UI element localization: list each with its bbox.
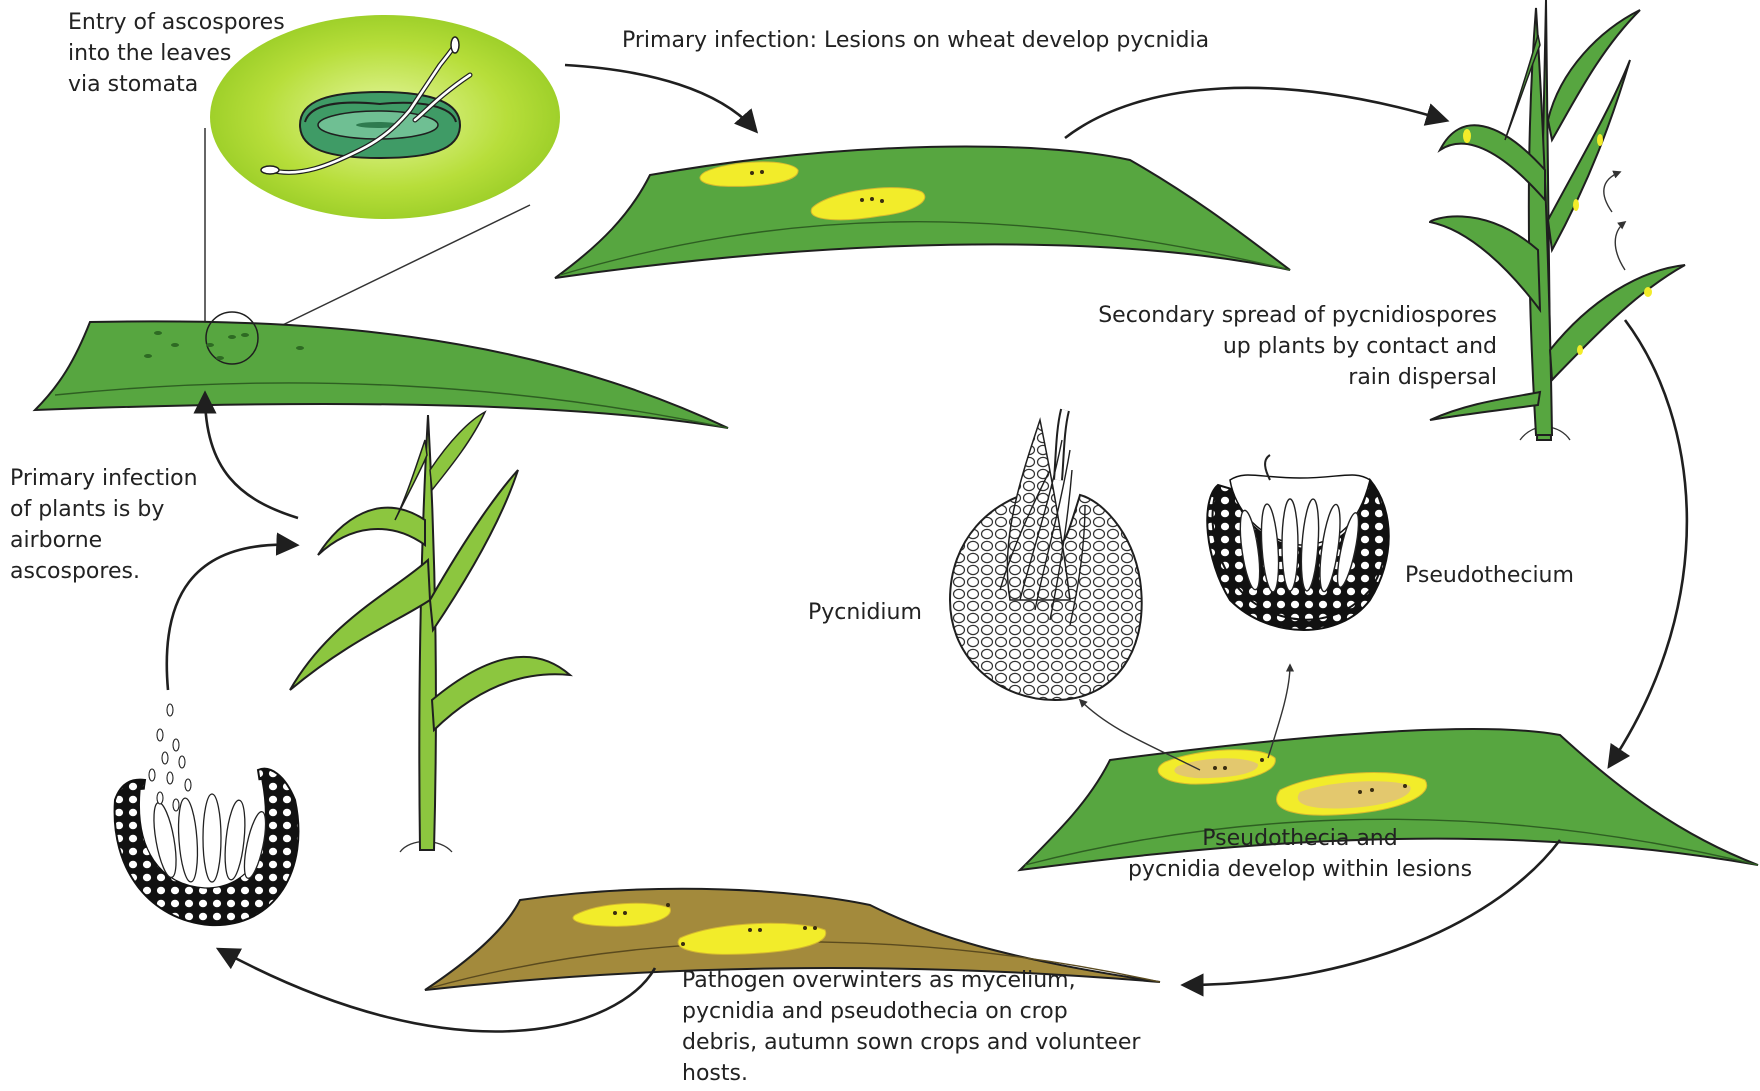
overwinter-label-line: Pathogen overwinters as mycelium,: [682, 965, 1140, 996]
arrow-to-lesion-development: [1610, 320, 1687, 765]
arrow-to-leaf-infection: [205, 395, 298, 518]
development-label-line: Pseudothecia and: [1120, 823, 1480, 854]
entry-label-line: via stomata: [68, 69, 285, 100]
airborne-label-line: airborne: [10, 525, 198, 556]
overwinter-label-line: hosts.: [682, 1058, 1140, 1089]
arrow-to-secondary-spread: [1065, 88, 1445, 138]
secondary-label-line: up plants by contact and: [1060, 331, 1497, 362]
airborne-infection-label: Primary infection of plants is by airbor…: [10, 463, 198, 587]
arrow-to-primary-lesions: [565, 65, 755, 130]
secondary-spread-label: Secondary spread of pycnidiospores up pl…: [1060, 300, 1497, 393]
airborne-label-line: Primary infection: [10, 463, 198, 494]
primary-lesions-label: Primary infection: Lesions on wheat deve…: [622, 25, 1209, 56]
ascospore-release-illustration: [115, 704, 299, 925]
overwinter-label-line: debris, autumn sown crops and volunteer: [682, 1027, 1140, 1058]
lesion-development-label: Pseudothecia and pycnidia develop within…: [1120, 823, 1480, 885]
airborne-label-line: of plants is by: [10, 494, 198, 525]
secondary-label-line: Secondary spread of pycnidiospores: [1060, 300, 1497, 331]
pseudothecium-label: Pseudothecium: [1405, 560, 1574, 591]
development-label-line: pycnidia develop within lesions: [1120, 854, 1480, 885]
pseudothecium-illustration: [1207, 455, 1389, 630]
entry-label-line: Entry of ascospores: [68, 7, 285, 38]
entry-label: Entry of ascospores into the leaves via …: [68, 7, 285, 100]
entry-label-line: into the leaves: [68, 38, 285, 69]
secondary-label-line: rain dispersal: [1060, 362, 1497, 393]
pycnidium-label: Pycnidium: [808, 597, 922, 628]
overwinter-label-line: pycnidia and pseudothecia on crop: [682, 996, 1140, 1027]
overwintering-label: Pathogen overwinters as mycelium, pycnid…: [682, 965, 1140, 1089]
pycnidium-illustration: [950, 410, 1142, 700]
infected-leaf-entry: [35, 312, 728, 428]
callout-line: [262, 205, 530, 335]
healthy-wheat-plant: [290, 412, 570, 852]
primary-lesion-leaf: [555, 146, 1290, 278]
airborne-label-line: ascospores.: [10, 556, 198, 587]
